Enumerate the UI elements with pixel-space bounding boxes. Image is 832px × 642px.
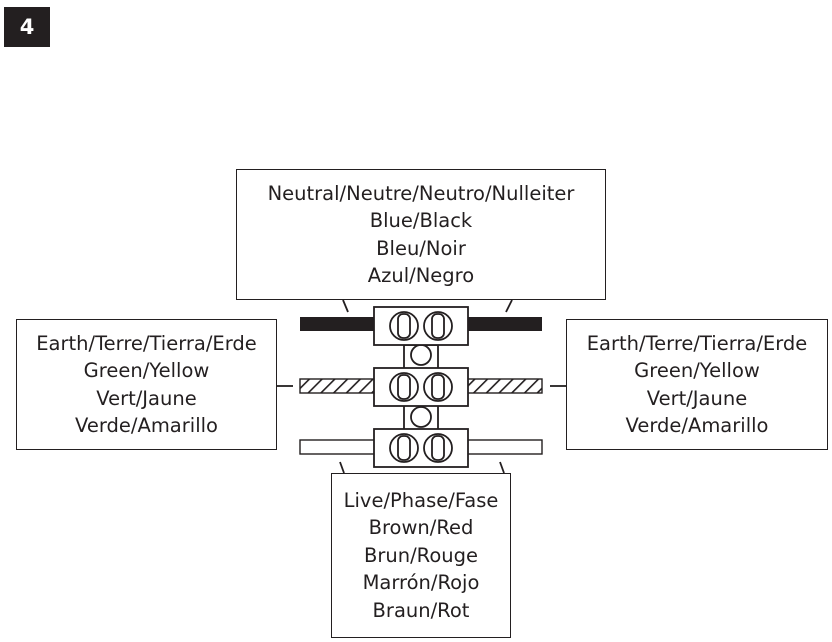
earth-wire-left xyxy=(299,378,377,394)
earth-label-line: Earth/Terre/Tierra/Erde xyxy=(36,331,257,355)
neutral-label-line: Bleu/Noir xyxy=(376,236,466,260)
earth-label-line: Earth/Terre/Tierra/Erde xyxy=(586,331,808,355)
leader-lines xyxy=(277,299,566,474)
earth-label-box-right: Earth/Terre/Tierra/Erde Green/Yellow Ver… xyxy=(566,319,828,450)
leader-neutral-left xyxy=(342,299,349,313)
screw-icon xyxy=(389,433,419,463)
screw-icon xyxy=(423,311,453,341)
terminal-block-neutral xyxy=(373,306,469,346)
live-label-line: Brun/Rouge xyxy=(363,543,479,567)
screw-icon xyxy=(423,433,453,463)
earth-label-line: Green/Yellow xyxy=(83,359,210,382)
neutral-label-line: Azul/Negro xyxy=(367,264,475,287)
earth-label-line: Vert/Jaune xyxy=(96,386,197,410)
earth-label-line: Verde/Amarillo xyxy=(625,414,769,437)
terminal-block-live xyxy=(373,428,469,468)
live-label-line: Marrón/Rojo xyxy=(362,571,480,595)
live-wire-left xyxy=(299,439,377,455)
live-label-line: Braun/Rot xyxy=(372,598,470,622)
screw-icon xyxy=(423,372,453,402)
live-wire-right xyxy=(465,439,543,455)
neutral-wire xyxy=(300,317,542,331)
step-number-badge: 4 xyxy=(4,7,50,47)
screw-icon xyxy=(389,372,419,402)
live-label-line: Live/Phase/Fase xyxy=(343,488,499,512)
neutral-label-line: Neutral/Neutre/Neutro/Nulleiter xyxy=(267,181,575,205)
earth-wire xyxy=(299,378,543,394)
neutral-wire-right xyxy=(466,317,542,331)
leader-live-right xyxy=(499,461,505,474)
neutral-label-line: Blue/Black xyxy=(369,209,473,232)
live-wire xyxy=(299,439,543,455)
neutral-label-box: Neutral/Neutre/Neutro/Nulleiter Blue/Bla… xyxy=(236,169,606,300)
earth-label-box-left: Earth/Terre/Tierra/Erde Green/Yellow Ver… xyxy=(16,319,277,450)
mounting-hole-upper xyxy=(410,344,432,366)
terminal-body xyxy=(373,306,469,346)
neutral-wire-left xyxy=(300,317,376,331)
terminal-body xyxy=(373,428,469,468)
earth-label-line: Vert/Jaune xyxy=(646,386,748,410)
leader-neutral-right xyxy=(505,299,513,313)
leader-live-left xyxy=(339,461,345,474)
mounting-hole-lower xyxy=(410,406,432,428)
live-label-box: Live/Phase/Fase Brown/Red Brun/Rouge Mar… xyxy=(331,473,511,638)
terminal-body xyxy=(373,367,469,407)
earth-label-line: Green/Yellow xyxy=(634,359,760,382)
step-number: 4 xyxy=(19,15,35,39)
live-label-line: Brown/Red xyxy=(368,516,474,540)
terminal-block-earth xyxy=(373,367,469,407)
earth-wire-right xyxy=(465,378,543,394)
earth-label-line: Verde/Amarillo xyxy=(75,414,218,437)
screw-icon xyxy=(389,311,419,341)
